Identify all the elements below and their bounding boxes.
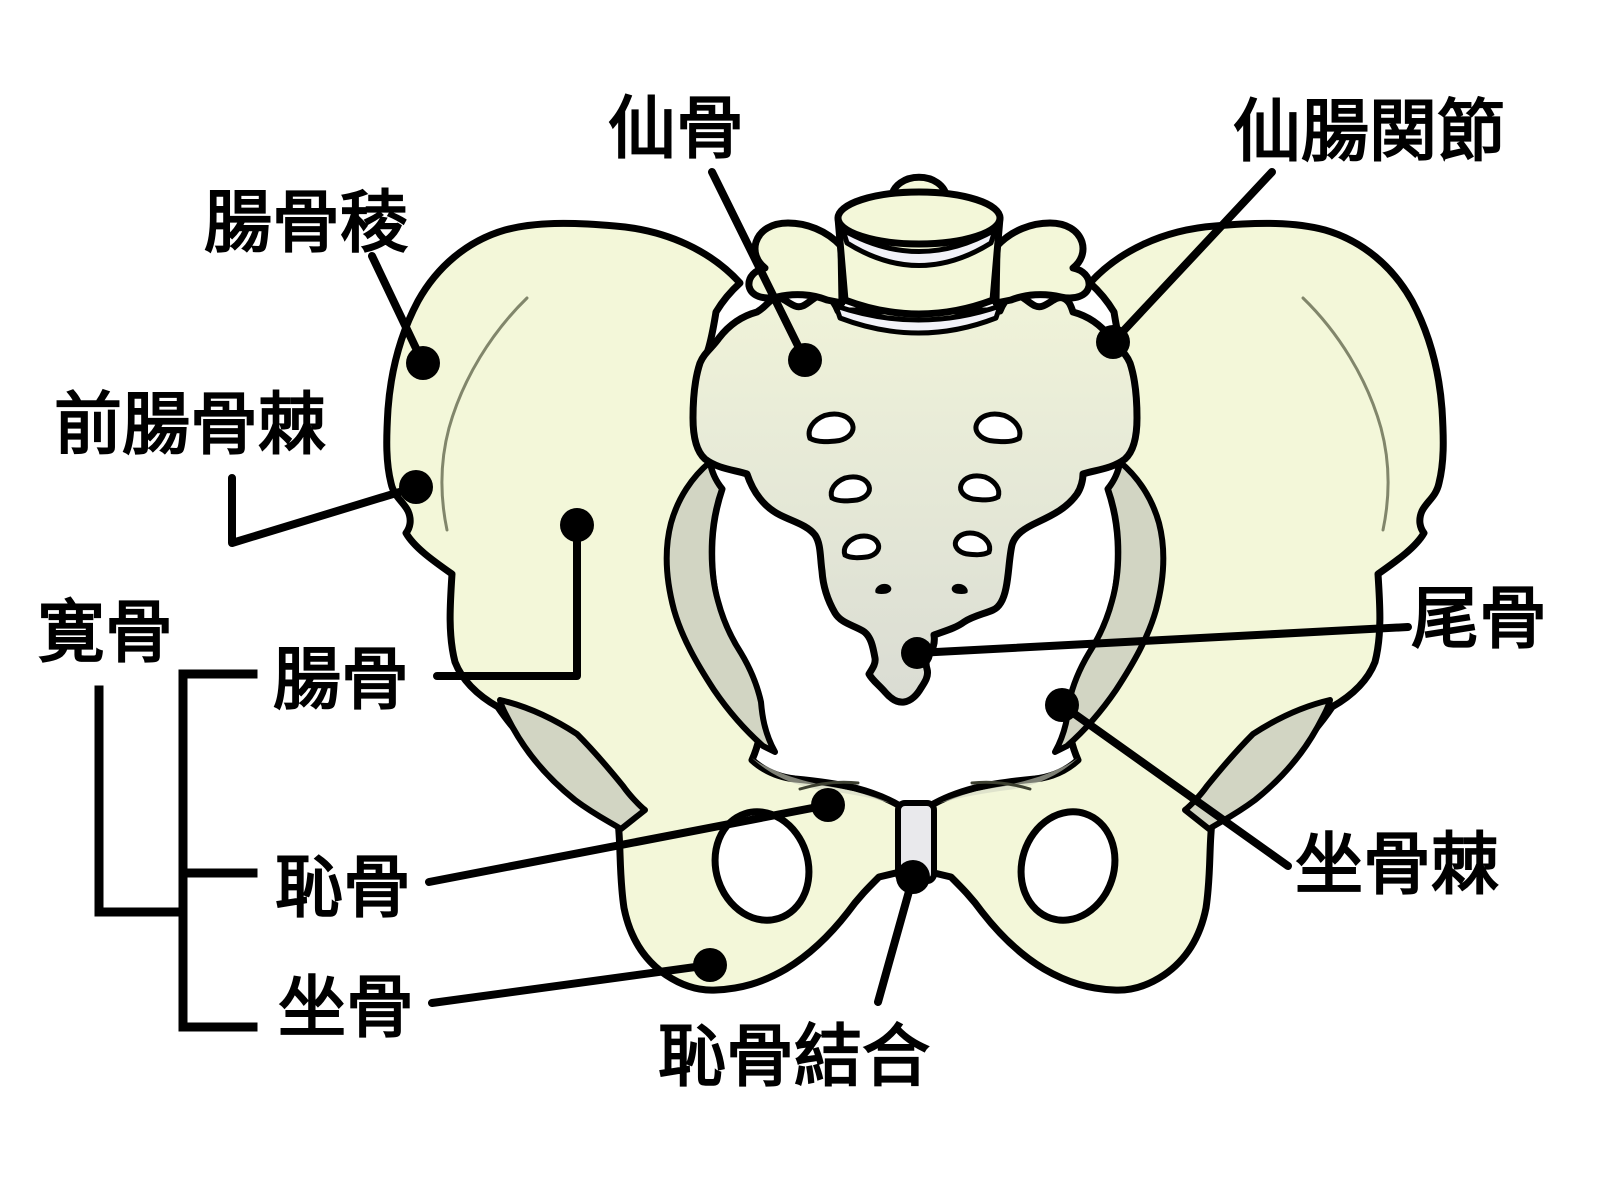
label-sacroiliac-joint: 仙腸関節 [1233, 93, 1505, 172]
sacral-foramen [831, 477, 869, 501]
left-pubic-ridge-line [798, 780, 860, 791]
marker-dot-ischium [693, 948, 727, 982]
left-transverse-process [745, 219, 846, 307]
callout-ilium: 腸骨 [273, 508, 594, 720]
label-ilium: 腸骨 [273, 641, 409, 720]
leader-line-ilium [433, 521, 581, 680]
sacral-foramen [961, 476, 999, 500]
callout-hip-bone: 寛骨 [37, 594, 173, 673]
sacral-foramen [976, 414, 1020, 442]
label-ischium: 坐骨 [278, 969, 414, 1048]
callout-iliac-crest: 腸骨稜 [204, 184, 440, 380]
sacral-foramen [955, 533, 989, 555]
callout-anterior-iliac-spine: 前腸骨棘 [54, 386, 433, 547]
leader-line-coccyx [913, 623, 1412, 657]
callout-pubic-symphysis: 恥骨結合 [658, 860, 930, 1097]
callout-pubis: 恥骨 [275, 788, 845, 928]
right-pubic-ridge-line [970, 780, 1032, 791]
label-ischial-spine: 坐骨棘 [1295, 826, 1499, 905]
marker-dot-ilium [560, 508, 594, 542]
label-pubis: 恥骨 [275, 849, 411, 928]
right-notch-crescent [1182, 697, 1333, 832]
callout-ischial-spine: 坐骨棘 [1045, 688, 1499, 905]
lumbar-vertebra [745, 173, 1093, 336]
leader-line-sacrum [708, 168, 809, 364]
right-ramus-shading [940, 758, 1078, 803]
leader-line-iliac-crest [368, 252, 427, 367]
marker-dot-pubic-symphysis [896, 860, 930, 894]
left-notch-crescent [497, 697, 648, 832]
right-iliac-fossa-line [1301, 296, 1390, 532]
callout-sacroiliac-joint: 仙腸関節 [1096, 93, 1505, 359]
marker-dot-coccyx [901, 637, 933, 669]
marker-dot-sacrum [788, 343, 822, 377]
leader-line-pubis [425, 801, 832, 886]
sacral-foramen [809, 414, 853, 442]
right-obturator-foramen [1017, 808, 1119, 924]
left-obturator-foramen [711, 808, 813, 924]
leader-line-ischial-spine [1058, 701, 1292, 870]
sacrum-and-coccyx [689, 291, 1141, 706]
leader-line-sacroiliac-joint [1109, 168, 1276, 346]
left-ramus-shading [752, 758, 890, 803]
right-transverse-process [992, 219, 1093, 307]
label-hip-bone: 寛骨 [37, 594, 173, 673]
label-sacrum: 仙骨 [608, 90, 744, 169]
marker-dot-pubis [811, 788, 845, 822]
marker-dot-ischial-spine [1045, 688, 1079, 722]
marker-dot-sacroiliac-joint [1096, 325, 1130, 359]
bracket-spine [178, 669, 258, 1032]
label-pubic-symphysis: 恥骨結合 [658, 1018, 930, 1097]
marker-dot-anterior-iliac-spine [399, 470, 433, 504]
vertebral-endplate-band [840, 227, 998, 268]
leader-line-ischium [428, 961, 714, 1007]
label-iliac-crest: 腸骨稜 [204, 184, 409, 263]
callout-ischium: 坐骨 [278, 948, 727, 1048]
left-iliac-fossa-line [440, 296, 529, 532]
leader-line-pubic-symphysis [874, 873, 917, 1006]
hip-bone-bracket [94, 669, 258, 1032]
callout-sacrum: 仙骨 [608, 90, 822, 377]
left-arcuate-band [663, 459, 778, 755]
intervertebral-disc [833, 303, 1003, 336]
leader-line-anterior-iliac-spine [228, 474, 420, 547]
marker-dot-iliac-crest [406, 346, 440, 380]
vertebral-body-top [834, 188, 1004, 248]
sacral-foramen [844, 536, 878, 558]
label-anterior-iliac-spine: 前腸骨棘 [54, 386, 326, 465]
label-coccyx: 尾骨 [1411, 580, 1547, 659]
bracket-parent-connector [94, 685, 188, 917]
callout-coccyx: 尾骨 [901, 580, 1547, 669]
